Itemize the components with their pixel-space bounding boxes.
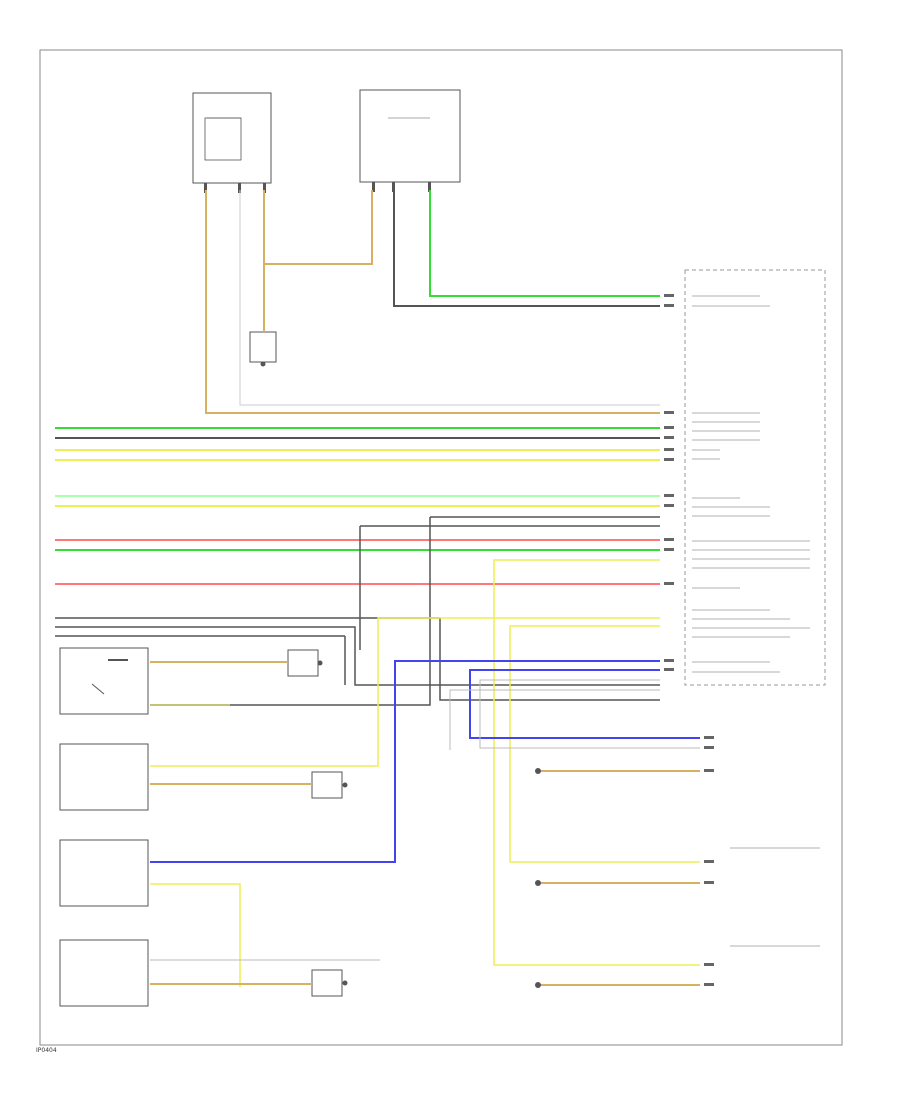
- right-lower-pin-ticks: [704, 736, 714, 986]
- yellow-routes: [150, 559, 700, 987]
- ground-splice-2: [311, 771, 348, 799]
- sensor-box-3: [59, 939, 149, 1007]
- right-lower-ground-dots: [535, 768, 541, 988]
- routed-black-wires: [150, 516, 660, 706]
- top-connector-pins: [204, 182, 431, 193]
- connector-pin-ticks: [664, 294, 674, 671]
- diagram-frame: [39, 49, 843, 1046]
- top-wires: [205, 190, 660, 414]
- connector-label-lines: [692, 295, 810, 673]
- sensor-box-2: [59, 839, 149, 907]
- ground-splice-3: [311, 969, 348, 997]
- bus-wires: [55, 427, 660, 701]
- driver-seat-belt-buckle-switch: [192, 92, 272, 184]
- ground-splice-top: [249, 331, 277, 367]
- blue-route: [150, 660, 700, 863]
- lower-tan-wires: [150, 661, 312, 985]
- driver-seat-position-switch: [59, 647, 149, 715]
- right-lower-separators: [730, 847, 820, 947]
- right-lower-tan-wires: [540, 770, 700, 986]
- page-code: IP0404: [36, 1047, 57, 1054]
- gray-routes: [150, 679, 700, 961]
- passenger-seat-sensor-component: [359, 89, 461, 183]
- sensor-box-1: [59, 743, 149, 811]
- control-module-connector: [684, 269, 826, 686]
- ground-splice-mid: [287, 649, 323, 677]
